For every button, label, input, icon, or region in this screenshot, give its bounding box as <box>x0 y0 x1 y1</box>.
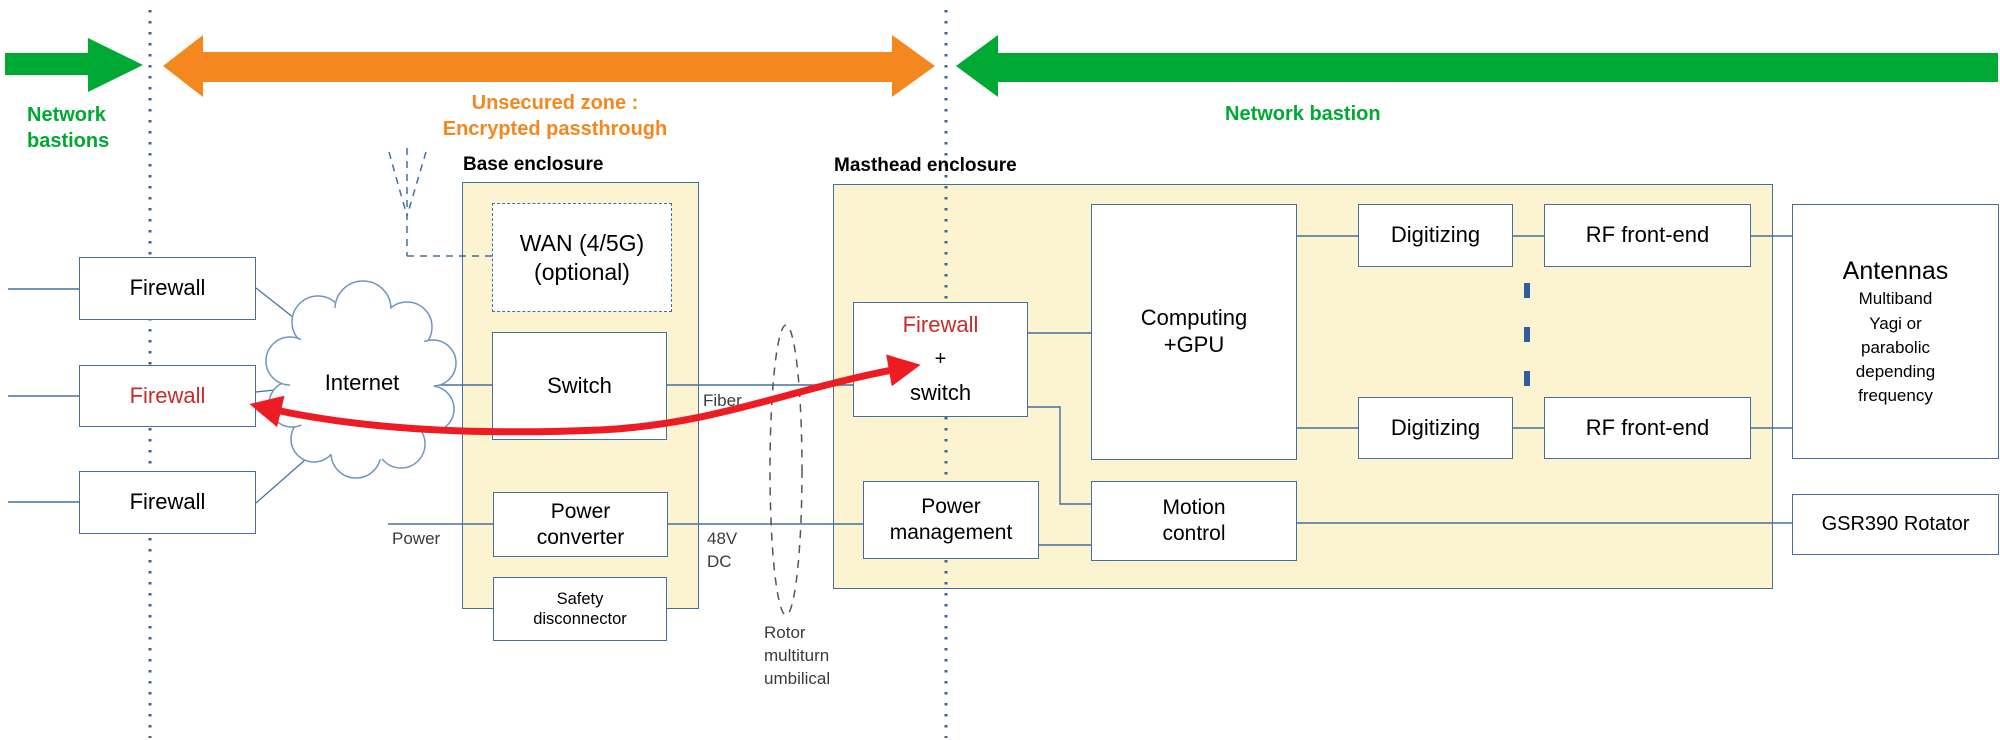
connector-firewall-bottom-internet <box>255 459 306 504</box>
network-bastion-arrow-right <box>956 35 1998 97</box>
safety-disconnector-node: Safety disconnector <box>493 577 667 641</box>
motion-control-node: Motion control <box>1091 481 1297 561</box>
firewall-switch-firewall-text: Firewall <box>902 312 979 337</box>
internet-label: Internet <box>324 370 400 395</box>
power-converter-node: Power converter <box>493 492 668 557</box>
masthead-enclosure-title: Masthead enclosure <box>834 155 1017 176</box>
antennas-details: Multiband Yagi or parabolic depending fr… <box>1855 289 1936 405</box>
firewall-switch-plus-text: + <box>934 348 947 371</box>
rotator-node: GSR390 Rotator <box>1792 494 1999 555</box>
rf-front-end-node-top: RF front-end <box>1544 204 1751 267</box>
firewall-switch-switch-text: switch <box>909 380 972 406</box>
network-bastion-arrow-left <box>5 38 143 92</box>
network-bastions-left-label: Network bastions <box>27 104 110 152</box>
antenna-icon <box>388 148 492 257</box>
computing-gpu-node: Computing +GPU <box>1091 204 1297 460</box>
rotor-umbilical-ellipse <box>769 324 803 616</box>
power-label: Power <box>392 529 441 548</box>
digitizing-node-top: Digitizing <box>1358 204 1513 267</box>
rf-front-end-node-bottom: RF front-end <box>1544 397 1751 459</box>
48v-dc-label: 48V DC <box>707 529 738 571</box>
antennas-node: Antennas Multiband Yagi or parabolic dep… <box>1792 204 1999 459</box>
wan-node: WAN (4/5G) (optional) <box>492 203 672 312</box>
firewall-node-mid: Firewall <box>79 365 256 427</box>
firewall-node-bottom: Firewall <box>79 471 256 534</box>
more-channels-ellipsis <box>1524 283 1530 386</box>
base-enclosure-title: Base enclosure <box>463 154 604 175</box>
rotor-umbilical-label: Rotor multiturn umbilical <box>764 623 831 688</box>
power-management-node: Power management <box>863 481 1039 559</box>
unsecured-zone-double-arrow <box>163 35 935 97</box>
firewall-switch-node: Firewall + switch <box>853 302 1028 417</box>
antennas-title: Antennas <box>1842 256 1949 285</box>
switch-node: Switch <box>492 332 667 440</box>
connector-firewallswitch-motion <box>1028 406 1091 505</box>
fiber-label: Fiber <box>703 391 742 410</box>
network-bastion-right-label: Network bastion <box>1225 103 1381 125</box>
digitizing-node-bottom: Digitizing <box>1358 397 1513 459</box>
unsecured-zone-label: Unsecured zone : Encrypted passthrough <box>442 92 668 140</box>
firewall-node-top: Firewall <box>79 257 256 320</box>
